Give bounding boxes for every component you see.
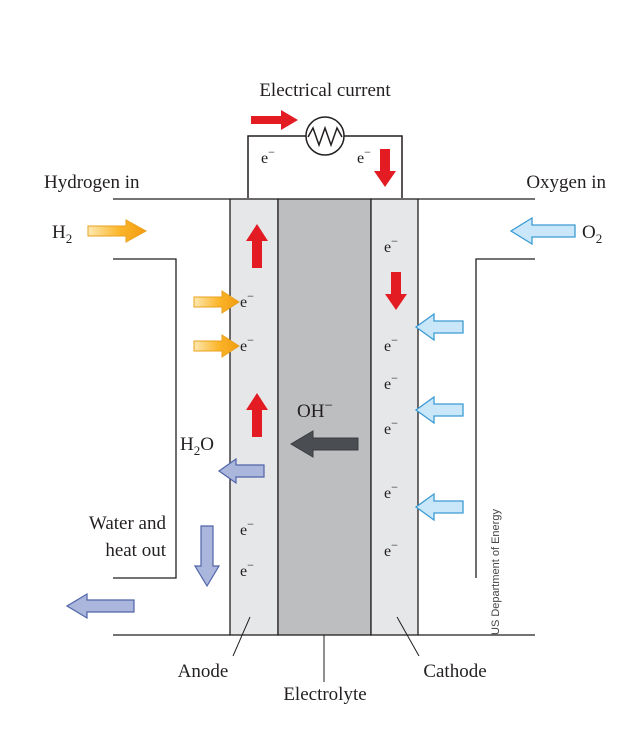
hydrogen-in-label: Hydrogen in (44, 172, 140, 193)
electron-label: e− (384, 234, 398, 256)
oxygen-arrow-icon (414, 395, 464, 425)
hydroxide-arrow-icon (290, 430, 359, 458)
cathode-plate (370, 198, 419, 636)
electron-label: e− (357, 145, 371, 167)
cathode-leader-line (396, 616, 420, 657)
hydroxide-formula: OH− (297, 398, 333, 422)
electrolyte-label: Electrolyte (283, 684, 366, 705)
electron-label: e− (384, 333, 398, 355)
water-formula: H2O (180, 434, 214, 458)
electron-label: e− (240, 289, 254, 311)
water-arrow-icon (217, 457, 265, 485)
water-heat-label: heat out (105, 540, 166, 561)
electrical-current-label: Electrical current (259, 80, 391, 101)
electron-label: e− (261, 145, 275, 167)
oxygen-arrow-icon (414, 312, 464, 342)
anode-leader-line (232, 616, 251, 657)
water-heat-label: Water and (89, 513, 167, 534)
anode-label: Anode (178, 661, 229, 682)
red-arrow-up-icon (246, 224, 268, 268)
red-arrow-right-icon (251, 110, 298, 130)
resistor-zigzag-icon (307, 125, 343, 148)
h2-formula: H2 (52, 222, 72, 246)
cathode-label: Cathode (423, 661, 486, 682)
hydrogen-arrow-icon (87, 219, 148, 243)
load-resistor-icon (305, 116, 345, 156)
electron-label: e− (240, 333, 254, 355)
electron-label: e− (240, 558, 254, 580)
cathode-chamber-wall (475, 258, 535, 578)
oxygen-in-label: Oxygen in (526, 172, 606, 193)
water-arrow-out-icon (65, 592, 135, 620)
hydrogen-arrow-icon (193, 290, 240, 314)
water-arrow-down-icon (193, 525, 221, 588)
electron-label: e− (384, 538, 398, 560)
oxygen-arrow-icon (414, 492, 464, 522)
electron-label: e− (240, 517, 254, 539)
electron-label: e− (384, 371, 398, 393)
anode-chamber-wall (113, 258, 177, 579)
oxygen-arrow-icon (509, 216, 576, 246)
o2-formula: O2 (582, 222, 602, 246)
hydrogen-arrow-icon (193, 334, 240, 358)
red-arrow-down-icon (385, 272, 407, 310)
electron-label: e− (384, 480, 398, 502)
red-arrow-down-icon (374, 149, 396, 187)
electrolyte-block (277, 198, 372, 636)
electron-label: e− (384, 416, 398, 438)
credit-label: US Department of Energy (490, 509, 502, 635)
red-arrow-up-icon (246, 393, 268, 437)
